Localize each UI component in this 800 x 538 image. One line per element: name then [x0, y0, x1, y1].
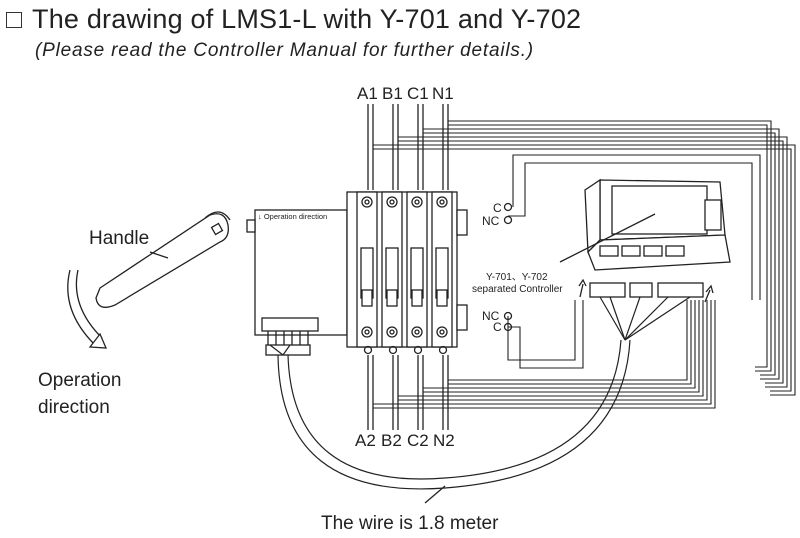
terminal-top-n1: N1: [432, 84, 454, 103]
checkbox-icon: [6, 11, 22, 28]
contact-top-nc-label: NC: [482, 214, 500, 228]
terminal-bottom-b2: B2: [381, 431, 402, 450]
controller-label-line2: separated Controller: [472, 284, 563, 295]
contact-bottom-c-terminal: [503, 322, 513, 332]
contact-bottom-c-label: C: [493, 320, 502, 334]
bottom-contact-wires: [507, 300, 584, 369]
contact-top-c-label: C: [493, 201, 502, 215]
switch-panel-label: ↓ Operation direction: [258, 212, 327, 221]
controller-label-line1: Y-701、Y-702: [486, 272, 548, 283]
terminal-bottom-n2: N2: [433, 431, 455, 450]
wire-note: The wire is 1.8 meter: [321, 513, 499, 534]
bottom-sense-wires: [373, 300, 716, 409]
title-row: The drawing of LMS1-L with Y-701 and Y-7…: [6, 4, 581, 35]
control-cable: [269, 296, 691, 490]
terminal-top-b1: B1: [382, 84, 403, 103]
terminal-top-a1: A1: [357, 84, 378, 103]
terminal-bottom-c2: C2: [407, 431, 429, 450]
controller-device: [559, 178, 731, 303]
handle-label: Handle: [89, 228, 149, 249]
operation-arrow-icon: [67, 269, 108, 349]
contact-top-nc-terminal: [503, 215, 513, 225]
contact-bottom-nc-label: NC: [482, 309, 500, 323]
operation-label-line2: direction: [38, 397, 110, 418]
terminal-top-c1: C1: [407, 84, 429, 103]
contact-bottom-nc-terminal: [503, 311, 513, 321]
wire-leader-line: [424, 485, 446, 504]
contact-top-c-terminal: [503, 202, 513, 212]
top-contact-wires: [508, 154, 761, 300]
switch-pole-body: [346, 191, 468, 355]
phase-wires-top: [367, 104, 449, 190]
terminal-bottom-a2: A2: [355, 431, 376, 450]
page-title: The drawing of LMS1-L with Y-701 and Y-7…: [32, 4, 582, 34]
top-sense-wires: [373, 120, 796, 396]
page-subtitle: (Please read the Controller Manual for f…: [35, 40, 534, 61]
operation-label-line1: Operation: [38, 370, 121, 391]
handle-leader-line: [149, 251, 169, 259]
switch-operation-panel: ↓ Operation direction: [246, 209, 348, 356]
handle-icon: [95, 211, 231, 308]
